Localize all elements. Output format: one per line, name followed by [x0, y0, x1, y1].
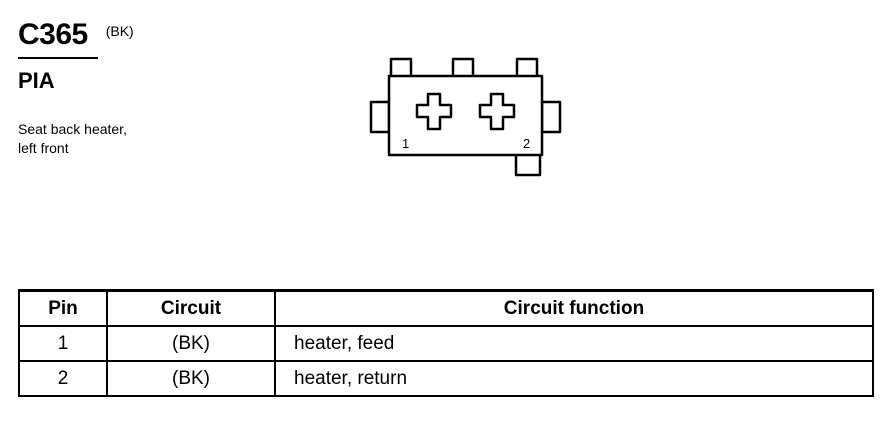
circuit-cell: (BK)	[106, 325, 276, 362]
pin-cavity-2	[478, 92, 516, 131]
function-cell: heater, return	[274, 360, 874, 397]
connector-face-diagram: 1 2	[369, 57, 562, 177]
side-tab-right	[540, 100, 562, 134]
table-row: 2 (BK) heater, return	[18, 360, 874, 397]
connector-description: Seat back heater, left front	[18, 120, 178, 158]
connector-name: PIA	[18, 68, 55, 93]
connector-color: (BK)	[105, 23, 134, 39]
description-line-2: left front	[18, 140, 69, 156]
pin-cell: 1	[18, 325, 108, 362]
pin-label-1: 1	[402, 136, 409, 151]
header-circuit-function: Circuit function	[274, 289, 874, 327]
connector-header: C365 (BK)	[18, 18, 134, 52]
pin-cavity-1	[415, 92, 453, 131]
pin-table-header: Pin Circuit Circuit function	[18, 289, 874, 327]
side-tab-left	[369, 100, 391, 134]
function-cell: heater, feed	[274, 325, 874, 362]
table-row: 1 (BK) heater, feed	[18, 325, 874, 362]
top-latch-right	[515, 57, 539, 79]
pin-cell: 2	[18, 360, 108, 397]
title-underline	[18, 57, 98, 59]
top-latch-left	[389, 57, 413, 79]
circuit-cell: (BK)	[106, 360, 276, 397]
pin-table: Pin Circuit Circuit function 1 (BK) heat…	[18, 289, 874, 397]
connector-id: C365	[18, 18, 88, 51]
top-latch-center	[451, 57, 475, 79]
pin-label-2: 2	[523, 136, 530, 151]
description-line-1: Seat back heater,	[18, 121, 127, 137]
header-circuit: Circuit	[106, 289, 276, 327]
header-pin: Pin	[18, 289, 108, 327]
connector-housing	[387, 74, 544, 157]
